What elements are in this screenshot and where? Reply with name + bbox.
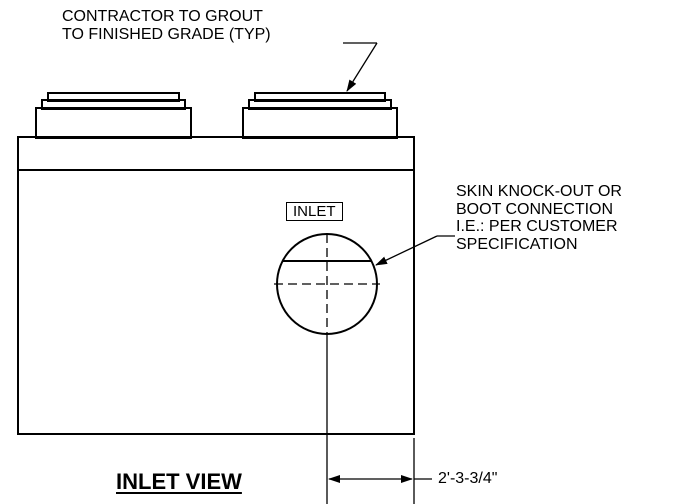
boot-note-line4: SPECIFICATION <box>456 236 578 253</box>
view-title: INLET VIEW <box>116 469 242 494</box>
grout-leader <box>343 42 378 92</box>
tank-body <box>17 136 415 435</box>
boot-note-line1: SKIN KNOCK-OUT OR <box>456 183 622 200</box>
boot-leader <box>375 235 455 266</box>
boot-note-line2: BOOT CONNECTION <box>456 201 614 218</box>
left-riser <box>35 92 192 139</box>
grout-note-line2: TO FINISHED GRADE (TYP) <box>62 26 271 43</box>
inlet-knockout <box>274 233 380 335</box>
dimension-label: 2'-3-3/4" <box>438 470 498 487</box>
grout-note-line1: CONTRACTOR TO GROUT <box>62 8 263 25</box>
right-riser <box>242 92 398 139</box>
inlet-tag: INLET <box>286 202 343 221</box>
boot-note-line3: I.E.: PER CUSTOMER <box>456 218 618 235</box>
